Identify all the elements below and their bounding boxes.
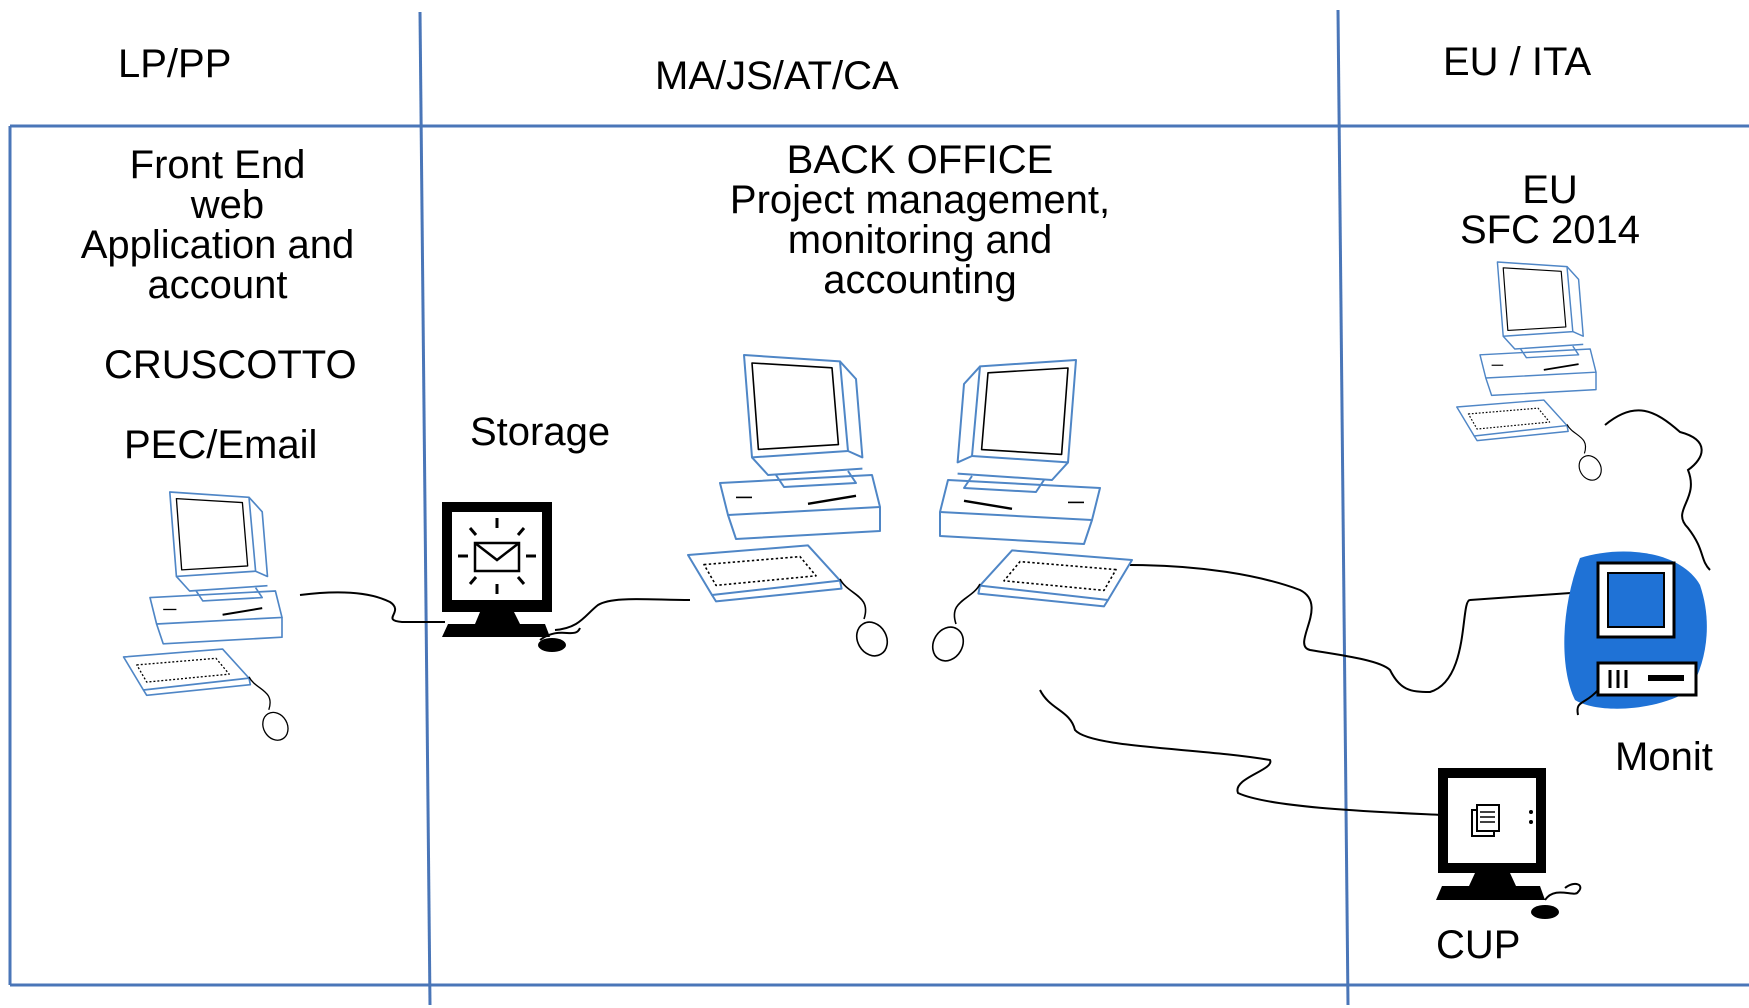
frontend-title: Front End web Application and account (60, 145, 375, 305)
cable-sfc-monit (1604, 409, 1711, 571)
backoffice-computer-left-icon (686, 353, 895, 663)
backoffice-title: BACK OFFICE Project management, monitori… (690, 140, 1150, 300)
storage-label: Storage (470, 410, 611, 454)
pec-email-label: PEC/Email (124, 423, 318, 467)
divider-2 (1336, 9, 1350, 1006)
divider-1 (418, 11, 432, 1006)
connections (299, 409, 1711, 816)
cruscotto-label: CRUSCOTTO (104, 343, 357, 387)
monit-label: Monit (1615, 735, 1713, 779)
cable-frontend-storage (299, 591, 445, 623)
blue-pc-icon (1564, 551, 1707, 716)
column-header-majsatca: MA/JS/AT/CA (655, 54, 899, 98)
backoffice-title-line-1: BACK OFFICE (786, 138, 1054, 182)
cable-storage-backoffice (554, 598, 691, 631)
eu-sfc-title: EU SFC 2014 (1440, 170, 1660, 250)
frontend-title-line-3: Application and (80, 223, 355, 267)
frontend-title-line-4: account (147, 263, 288, 307)
backoffice-title-line-4: accounting (823, 258, 1017, 302)
frontend-title-line-1: Front End (129, 143, 306, 187)
cable-backoffice-monit (1129, 564, 1586, 694)
column-header-lppp: LP/PP (118, 42, 232, 86)
eu-sfc-title-line-1: EU (1522, 168, 1578, 212)
sfc-computer-icon (1455, 261, 1607, 486)
backoffice-computer-right-icon (925, 358, 1134, 668)
frame (8, 9, 1749, 1006)
cable-backoffice-cup (1039, 689, 1443, 816)
document-terminal-icon (1436, 768, 1582, 919)
eu-sfc-title-line-2: SFC 2014 (1459, 208, 1641, 252)
frontend-title-line-2: web (190, 183, 265, 227)
mail-terminal-icon (442, 502, 581, 652)
cup-label: CUP (1436, 923, 1521, 967)
frontend-computer-icon (122, 491, 294, 746)
column-header-euita: EU / ITA (1443, 40, 1592, 84)
backoffice-title-line-2: Project management, (729, 178, 1111, 222)
backoffice-title-line-3: monitoring and (787, 218, 1053, 262)
